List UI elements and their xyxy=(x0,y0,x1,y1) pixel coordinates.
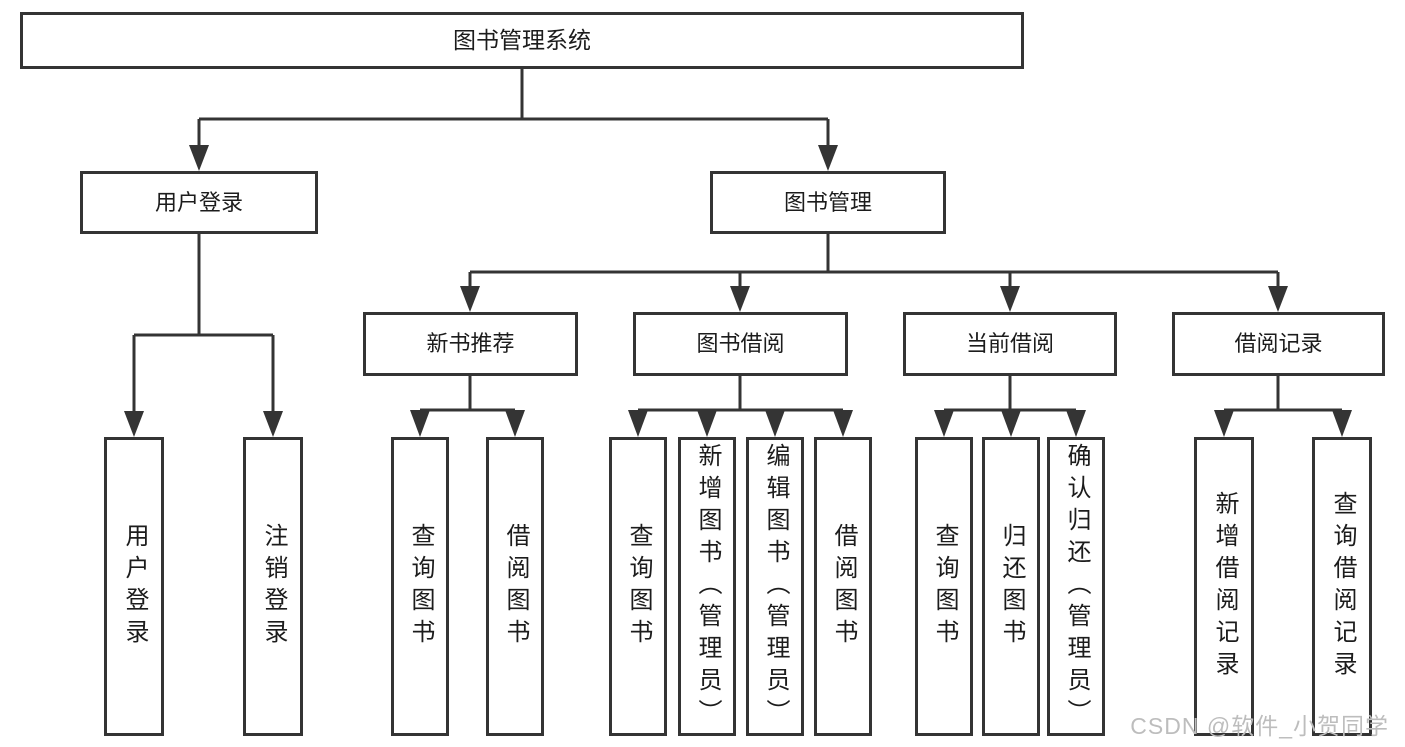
arrowhead-down-icon xyxy=(833,410,853,437)
arrowhead-down-icon xyxy=(818,145,838,171)
node-leaf-add-books-admin: 新增图书（管理员） xyxy=(678,437,736,736)
connector-userlogin-to-leaves xyxy=(132,234,275,412)
node-group-borrow-records: 借阅记录 xyxy=(1172,312,1385,376)
node-leaf-query-borrow-record: 查询借阅记录 xyxy=(1312,437,1372,736)
arrowhead-down-icon xyxy=(628,410,648,437)
arrowhead-down-icon xyxy=(1001,410,1021,437)
node-leaf-query-books-3: 查询图书 xyxy=(915,437,973,736)
node-leaf-edit-books-admin: 编辑图书（管理员） xyxy=(746,437,804,736)
arrowhead-down-icon xyxy=(1268,286,1288,312)
node-leaf-logout: 注销登录 xyxy=(243,437,303,736)
connector-root-to-branches xyxy=(197,69,830,146)
arrowhead-down-icon xyxy=(189,145,209,171)
arrowhead-down-icon xyxy=(505,410,525,437)
node-leaf-add-borrow-record: 新增借阅记录 xyxy=(1194,437,1254,736)
arrowhead-down-icon xyxy=(934,410,954,437)
arrowhead-down-icon xyxy=(263,411,283,437)
arrowhead-down-icon xyxy=(697,410,717,437)
node-leaf-borrow-books-1: 借阅图书 xyxy=(486,437,544,736)
node-leaf-confirm-return-admin: 确认归还（管理员） xyxy=(1047,437,1105,736)
arrowhead-down-icon xyxy=(460,286,480,312)
arrowhead-down-icon xyxy=(410,410,430,437)
arrowhead-down-icon xyxy=(1000,286,1020,312)
node-leaf-user-login: 用户登录 xyxy=(104,437,164,736)
node-book-management-branch: 图书管理 xyxy=(710,171,946,234)
node-group-new-book-recommend: 新书推荐 xyxy=(363,312,578,376)
arrowhead-down-icon xyxy=(730,286,750,312)
arrowhead-down-icon xyxy=(1332,410,1352,437)
connector-bookmgmt-to-groups xyxy=(468,234,1280,287)
node-group-book-borrow: 图书借阅 xyxy=(633,312,848,376)
arrowhead-down-icon xyxy=(1214,410,1234,437)
node-leaf-return-books: 归还图书 xyxy=(982,437,1040,736)
node-root-system: 图书管理系统 xyxy=(20,12,1024,69)
node-leaf-query-books-1: 查询图书 xyxy=(391,437,449,736)
arrowhead-down-icon xyxy=(1066,410,1086,437)
node-leaf-query-books-2: 查询图书 xyxy=(609,437,667,736)
node-group-current-borrow: 当前借阅 xyxy=(903,312,1117,376)
arrowhead-down-icon xyxy=(124,411,144,437)
node-leaf-borrow-books-2: 借阅图书 xyxy=(814,437,872,736)
node-user-login-branch: 用户登录 xyxy=(80,171,318,234)
connector-groups-to-leaves xyxy=(420,376,1342,412)
arrowhead-down-icon xyxy=(765,410,785,437)
